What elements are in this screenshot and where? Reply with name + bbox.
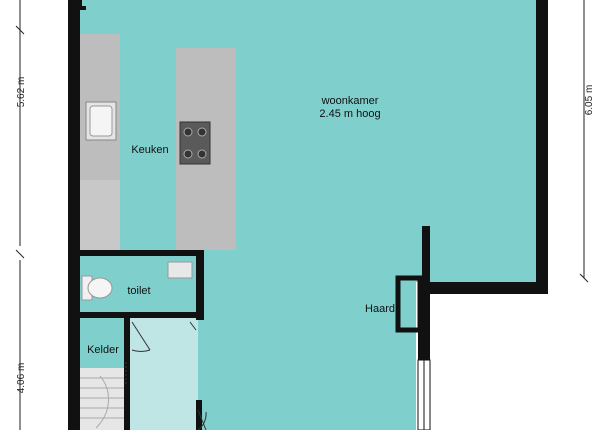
toilet-icon — [81, 275, 113, 301]
dimension-left-bottom: 4.06 m — [16, 363, 27, 394]
wall-toilet-right — [196, 250, 204, 320]
living-room-floor-lower — [196, 250, 416, 430]
basement-label: Kelder — [87, 344, 119, 356]
washbasin-icon — [167, 261, 193, 279]
wall-hall-right — [196, 400, 202, 430]
wall-left-outer — [68, 0, 80, 430]
stairs-icon — [80, 375, 126, 429]
fridge-unit — [80, 180, 120, 250]
toilet-fixtures — [81, 261, 193, 301]
living-room-height: 2.45 m hoog — [319, 108, 380, 120]
fireplace-label: Haard — [365, 303, 395, 315]
dimension-right-top: 6.05 m — [584, 85, 595, 116]
living-room-floor — [80, 0, 536, 282]
wall-toilet-top — [80, 250, 204, 256]
toilet-label: toilet — [127, 285, 150, 297]
door-swing-icon — [125, 321, 207, 430]
walls — [68, 0, 548, 430]
living-room-name: woonkamer — [321, 95, 379, 107]
dimension-left-top: 5.62 m — [16, 77, 27, 108]
wall-right-step — [430, 282, 548, 294]
wall-chimney-post — [422, 226, 430, 294]
dimension-left — [15, 0, 25, 430]
fireplace — [395, 275, 423, 333]
floors — [80, 0, 536, 430]
stairs-area — [80, 368, 126, 430]
kitchen-label: Keuken — [131, 144, 168, 156]
dimension-right — [579, 0, 589, 283]
wall-right-upper — [536, 0, 548, 294]
wall-basement-right — [124, 318, 130, 430]
sink-basin — [89, 105, 113, 137]
wall-toilet-bottom — [80, 312, 204, 318]
wall-top-left-stub — [68, 0, 82, 6]
stove-icon — [179, 121, 211, 165]
wall-kitchen-left-tab — [80, 6, 86, 10]
kitchen-units — [80, 34, 236, 250]
window-right — [417, 359, 431, 430]
